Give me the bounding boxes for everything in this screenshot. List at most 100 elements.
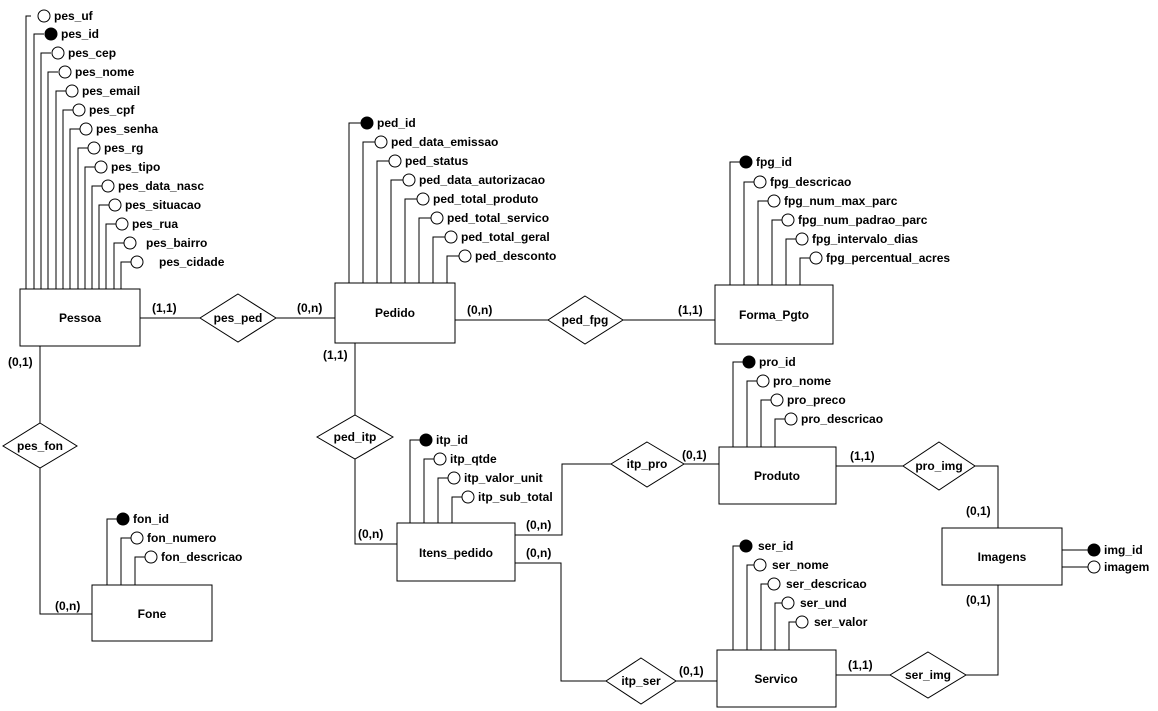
attr-pes-rg-circle <box>87 141 101 155</box>
attr-itp-id: itp_id <box>436 433 468 447</box>
cardinality-itp-pro-produto: (0,1) <box>682 448 707 462</box>
relationship-pes-ped-label: pes_ped <box>214 311 263 325</box>
entity-forma-pgto[interactable]: Forma_Pgto <box>714 284 834 345</box>
attr-pro-preco-circle <box>770 393 784 407</box>
attr-fon-descricao-circle <box>144 550 158 564</box>
attr-pes-id-key-circle <box>44 27 58 41</box>
entity-pessoa[interactable]: Pessoa <box>19 288 141 347</box>
attr-pes-id: pes_id <box>61 27 99 41</box>
attr-ped-data-emissao-circle <box>374 135 388 149</box>
cardinality-pes-fon-fone: (0,n) <box>55 599 80 613</box>
entity-pedido-label: Pedido <box>375 306 415 320</box>
attr-pes-data-nasc: pes_data_nasc <box>118 179 204 193</box>
attr-fpg-id-key-circle <box>739 155 753 169</box>
attr-itp-id-key-circle <box>419 433 433 447</box>
attr-pes-nome: pes_nome <box>75 65 135 79</box>
attr-fpg-num-max-parc-circle <box>767 194 781 208</box>
attr-pes-nome-circle <box>58 65 72 79</box>
attr-pes-rg: pes_rg <box>104 141 143 155</box>
attr-pro-nome-circle <box>756 374 770 388</box>
cardinality-ser-img-servico: (1,1) <box>848 658 873 672</box>
attr-fon-numero-circle <box>130 531 144 545</box>
entity-itens-pedido-label: Itens_pedido <box>419 546 493 560</box>
relationship-ped-fpg-label: ped_fpg <box>562 313 609 327</box>
attr-fpg-id: fpg_id <box>756 155 792 169</box>
attr-itp-valor-unit: itp_valor_unit <box>464 471 543 485</box>
relationship-ped-itp-label: ped_itp <box>334 430 377 444</box>
cardinality-pes-ped-pedido: (0,n) <box>297 301 322 315</box>
entity-fone[interactable]: Fone <box>91 584 213 642</box>
entity-itens-pedido[interactable]: Itens_pedido <box>396 522 516 582</box>
attr-pes-situacao-circle <box>108 198 122 212</box>
attr-pro-id: pro_id <box>759 355 796 369</box>
entity-produto[interactable]: Produto <box>718 446 837 505</box>
relationship-pes-fon[interactable]: pes_fon <box>2 422 78 469</box>
attr-pes-tipo: pes_tipo <box>111 160 160 174</box>
attributes-forma-pgto: fpg_id fpg_descricao fpg_num_max_parc fp… <box>739 155 950 265</box>
attr-ser-und: ser_und <box>800 596 847 610</box>
attr-pes-senha-circle <box>79 122 93 136</box>
attr-img-id-key-circle <box>1087 543 1101 557</box>
attr-ser-valor: ser_valor <box>814 615 868 629</box>
attributes-itens-pedido: itp_id itp_qtde itp_valor_unit itp_sub_t… <box>419 433 553 504</box>
attr-fpg-percentual-acres: fpg_percentual_acres <box>826 251 950 265</box>
relationship-itp-pro-label: itp_pro <box>627 457 668 471</box>
relationship-ser-img[interactable]: ser_img <box>889 651 967 699</box>
relationship-ser-img-label: ser_img <box>905 668 951 682</box>
attr-pes-bairro: pes_bairro <box>146 236 207 250</box>
attr-pes-rua: pes_rua <box>132 217 178 231</box>
attr-pro-descricao: pro_descricao <box>801 412 883 426</box>
relationship-pro-img-label: pro_img <box>915 459 962 473</box>
entity-servico-label: Servico <box>754 672 797 686</box>
attr-pes-situacao: pes_situacao <box>125 198 201 212</box>
attr-pro-descricao-circle <box>784 412 798 426</box>
relationship-itp-ser-label: itp_ser <box>621 674 661 688</box>
relationship-itp-ser[interactable]: itp_ser <box>605 657 677 705</box>
attr-ped-total-geral: ped_total_geral <box>461 230 550 244</box>
cardinality-itp-pro-itens: (0,n) <box>526 518 551 532</box>
cardinality-pes-fon-pessoa: (0,1) <box>8 355 33 369</box>
attributes-pedido: ped_id ped_data_emissao ped_status ped_d… <box>360 116 556 263</box>
cardinality-ped-fpg-forma: (1,1) <box>678 303 703 317</box>
attr-pes-data-nasc-circle <box>101 179 115 193</box>
relationship-itp-pro[interactable]: itp_pro <box>610 441 685 488</box>
cardinality-ped-itp-itens: (0,n) <box>358 527 383 541</box>
attr-ser-descricao-circle <box>767 577 781 591</box>
attr-pes-email: pes_email <box>82 84 140 98</box>
entity-imagens-label: Imagens <box>978 550 1027 564</box>
attr-fpg-percentual-acres-circle <box>809 251 823 265</box>
relationship-ped-itp[interactable]: ped_itp <box>316 414 394 460</box>
entity-servico[interactable]: Servico <box>716 649 837 708</box>
relationship-ped-fpg[interactable]: ped_fpg <box>547 295 624 345</box>
attr-ped-data-autorizacao-circle <box>402 173 416 187</box>
attr-ped-data-autorizacao: ped_data_autorizacao <box>419 173 545 187</box>
attr-itp-qtde: itp_qtde <box>450 452 497 466</box>
attr-ped-total-servico-circle <box>430 211 444 225</box>
attr-pes-cep-circle <box>51 46 65 60</box>
entity-pessoa-label: Pessoa <box>59 311 101 325</box>
relationship-pes-fon-label: pes_fon <box>17 439 63 453</box>
attr-pes-rua-circle <box>115 217 129 231</box>
attr-itp-sub-total: itp_sub_total <box>478 490 553 504</box>
attr-ser-id: ser_id <box>758 539 793 553</box>
attributes-servico: ser_id ser_nome ser_descricao ser_und se… <box>739 539 868 629</box>
relationship-pes-ped[interactable]: pes_ped <box>199 293 277 343</box>
attr-ped-total-servico: ped_total_servico <box>447 211 549 225</box>
entity-imagens[interactable]: Imagens <box>941 527 1063 586</box>
attr-ser-und-circle <box>781 596 795 610</box>
cardinality-ser-img-imagens: (0,1) <box>966 593 991 607</box>
attr-pro-id-key-circle <box>742 355 756 369</box>
attr-fpg-num-max-parc: fpg_num_max_parc <box>784 194 898 208</box>
cardinality-ped-fpg-pedido: (0,n) <box>467 303 492 317</box>
entity-pedido[interactable]: Pedido <box>334 282 456 344</box>
attr-ped-total-geral-circle <box>444 230 458 244</box>
attr-pes-cidade: pes_cidade <box>159 255 225 269</box>
attr-ped-total-produto-circle <box>416 192 430 206</box>
attr-itp-valor-unit-circle <box>447 471 461 485</box>
attr-pes-cep: pes_cep <box>68 46 116 60</box>
attr-itp-sub-total-circle <box>461 490 475 504</box>
attr-pes-uf: pes_uf <box>54 9 94 23</box>
relationship-pro-img[interactable]: pro_img <box>902 441 976 491</box>
attr-fon-descricao: fon_descricao <box>161 550 242 564</box>
